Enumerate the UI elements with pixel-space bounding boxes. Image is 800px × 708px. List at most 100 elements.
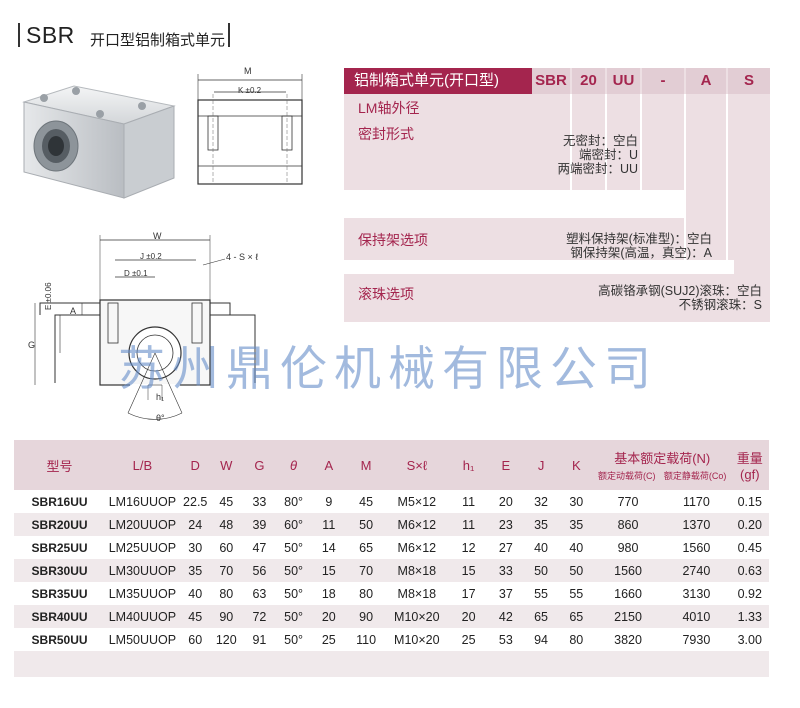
table-cell: 12	[461, 540, 476, 555]
dim-label-m: M	[244, 66, 252, 76]
table-cell: 60°	[277, 513, 311, 536]
table-cell: 1.33	[730, 605, 769, 628]
table-cell: LM20UUOP	[105, 513, 180, 536]
table-cell: 15	[310, 559, 348, 582]
table-cell: 90	[347, 605, 385, 628]
table-cell: 80	[219, 586, 234, 601]
table-cell: 50	[558, 559, 594, 582]
table-cell: 1660	[614, 586, 642, 601]
table-cell: 0.20	[730, 513, 769, 536]
table-cell: LM30UUOP	[105, 559, 180, 582]
table-cell: 1560	[682, 540, 711, 555]
table-cell: 15	[448, 559, 489, 582]
ball-option: 高碳铬承钢(SUJ2)滚珠：空白	[598, 284, 762, 298]
retainer-label: 保持架选项	[358, 232, 428, 248]
table-cell: 40	[534, 540, 549, 555]
table-cell: 27	[498, 540, 513, 555]
model-cell: SBR20UU	[14, 513, 106, 536]
load-sub-dynamic: 额定动载荷(C)	[598, 471, 656, 481]
table-cell: 45	[179, 605, 211, 628]
code-chart-gap-1	[344, 190, 684, 218]
code-col-sep-3	[640, 94, 642, 190]
code-dash: -	[642, 68, 684, 94]
table-cell: 33	[252, 494, 267, 509]
col-header: J	[523, 440, 559, 490]
table-cell: LM50UUOP	[108, 632, 177, 647]
dim-label-k: K ±0.2	[238, 86, 262, 95]
table-header-row: 型号 L/B D W G θ A M S×ℓ h₁ E J K 基本额定载荷(N…	[14, 440, 769, 490]
table-cell: 20	[498, 494, 513, 509]
col-header: S×ℓ	[384, 440, 449, 490]
table-cell: 63	[252, 586, 267, 601]
product-photo	[22, 85, 176, 199]
code-col-sep-2	[605, 94, 607, 190]
table-cell: 0.63	[730, 559, 769, 582]
table-cell: 11	[462, 494, 476, 509]
table-cell: M6×12	[397, 540, 437, 555]
dim-label-h1: h₁	[156, 392, 165, 402]
table-cell: 3.00	[737, 632, 762, 647]
table-cell: 11	[310, 513, 348, 536]
table-cell: 55	[534, 586, 549, 601]
table-cell: 65	[359, 540, 374, 555]
table-cell: 18	[321, 586, 336, 601]
table-cell: 25	[321, 632, 336, 647]
seal-option: 无密封：空白	[562, 134, 638, 148]
table-cell: 35	[558, 513, 594, 536]
table-cell: 7930	[682, 632, 711, 647]
model-cell: SBR16UU	[31, 494, 88, 509]
watermark: 苏州鼎伦机械有限公司	[118, 342, 658, 397]
table-cell: 110	[356, 632, 377, 647]
table-cell: 25	[461, 632, 476, 647]
table-cell: 3820	[614, 632, 642, 647]
table-cell: 30	[569, 494, 584, 509]
table-cell: 30	[188, 540, 203, 555]
table-cell: LM40UUOP	[105, 605, 180, 628]
table-cell: 20	[310, 605, 348, 628]
table-cell: M8×18	[397, 586, 437, 601]
code-seal: UU	[607, 68, 640, 94]
table-cell: 70	[347, 559, 385, 582]
table-cell: 32	[534, 494, 549, 509]
table-cell: 24	[179, 513, 211, 536]
table-cell: 65	[523, 605, 559, 628]
col-header: W	[210, 440, 242, 490]
weight-header-unit: (gf)	[740, 467, 760, 482]
table-cell: 70	[210, 559, 242, 582]
table-cell: 120	[215, 632, 237, 647]
table-cell: 80	[359, 586, 374, 601]
product-name-title: 开口型铝制箱式单元	[90, 32, 226, 49]
ball-options: 高碳铬承钢(SUJ2)滚珠：空白 不锈钢滚珠：S	[520, 284, 762, 312]
model-cell: SBR35UU	[31, 586, 88, 601]
table-cell: 60	[219, 540, 234, 555]
code-retainer: A	[686, 68, 726, 94]
table-cell: 0.45	[737, 540, 762, 555]
table-cell: 11	[448, 513, 489, 536]
col-header: 型号	[14, 440, 106, 490]
table-cell: 47	[252, 540, 267, 555]
table-cell: 90	[210, 605, 242, 628]
dim-label-d: D ±0.1	[124, 269, 148, 278]
col-header: L/B	[105, 440, 180, 490]
table-cell: 50°	[284, 632, 304, 647]
code-sbr: SBR	[532, 68, 570, 94]
table-cell: 23	[488, 513, 524, 536]
seal-option: 两端密封：UU	[557, 162, 638, 176]
col-header: K	[558, 440, 594, 490]
table-cell: 770	[617, 494, 639, 509]
col-header: θ	[277, 440, 311, 490]
dim-label-e: E ±0.06	[44, 282, 53, 310]
table-cell: 50	[347, 513, 385, 536]
table-cell: 39	[241, 513, 278, 536]
col-header: M	[347, 440, 385, 490]
table-cell: M10×20	[394, 632, 440, 647]
table-cell: M5×12	[397, 494, 437, 509]
table-cell: 50°	[284, 586, 304, 601]
table-cell: 3130	[682, 586, 711, 601]
table-cell: 35	[523, 513, 559, 536]
